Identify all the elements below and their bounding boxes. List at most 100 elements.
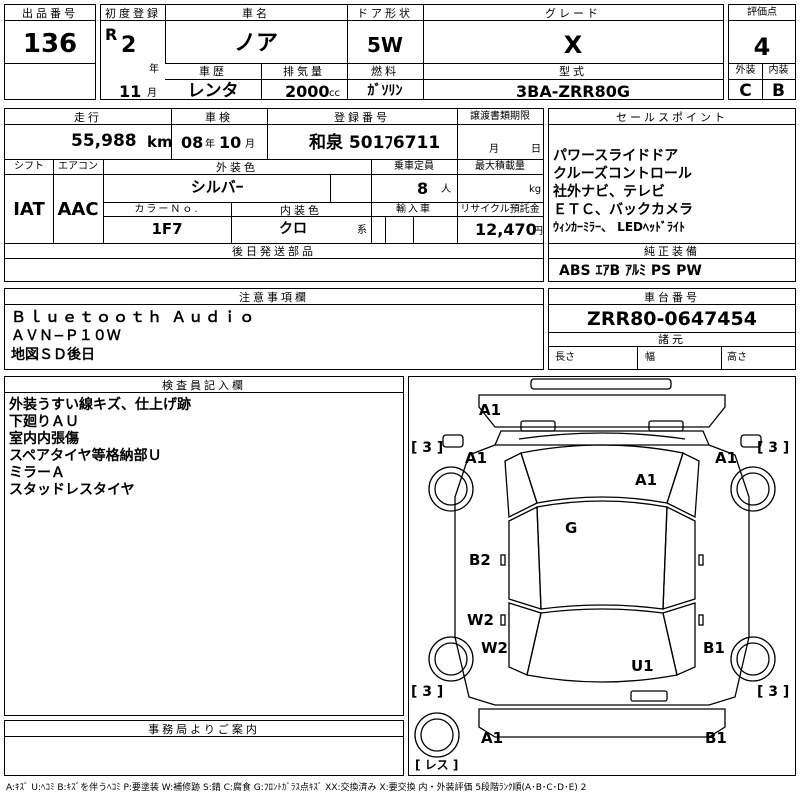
lot-box: 出品番号 136 [4, 4, 96, 100]
ext-score-value: C [739, 81, 752, 101]
first-reg-month: 11 [119, 82, 142, 101]
ext-color-label: 外装色 [216, 161, 258, 174]
first-reg-year: 2 [121, 33, 137, 58]
damage-mark: A1 [465, 449, 488, 467]
damage-mark: A1 [635, 471, 658, 489]
plate-label: 登録番号 [334, 111, 390, 124]
width-label: 幅 [645, 352, 655, 363]
tire-front-right: [ 3 ] [757, 440, 790, 456]
inspection-month: 10 [219, 133, 242, 152]
inspection-label: 車検 [205, 111, 233, 124]
details-box: 走行 車検 登録番号 譲渡書類期限 55,988 km 08 年 10 月 和泉… [4, 108, 544, 282]
sales-point-line: クルーズコントロール [553, 166, 692, 182]
spare-tire: [ レス ] [415, 758, 459, 772]
capacity-unit: 人 [441, 184, 451, 195]
inspection-year: 08 [181, 133, 204, 152]
displacement-unit: cc [329, 88, 340, 99]
lot-number: 136 [22, 29, 78, 59]
max-load-unit: kg [529, 184, 542, 195]
office-label: 事務局よりご案内 [148, 723, 260, 736]
genuine-label: 純正装備 [644, 245, 700, 258]
import-label: 輸入車 [396, 204, 432, 215]
damage-mark: B2 [469, 551, 491, 569]
model-value: 3BA-ZRR80G [516, 82, 630, 101]
shift-label: シフト [14, 161, 44, 172]
car-basics-box: 初度登録 車名 ドア形状 グレード R 2 年 ノア 5W X 車歴 排気量 燃… [100, 4, 724, 100]
transfer-label: 譲渡書類期限 [470, 111, 530, 122]
damage-mark: U1 [631, 657, 654, 675]
inspector-line: 外装うすい線キズ、仕上げ跡 [9, 397, 191, 413]
history-value: レンタ [187, 81, 239, 101]
length-label: 長さ [555, 352, 575, 363]
int-color-unit: 系 [357, 225, 367, 236]
color-no-label: カラーＮｏ. [134, 204, 200, 215]
max-load-label: 最大積載量 [475, 161, 525, 172]
chassis-label: 車台番号 [644, 291, 700, 304]
first-reg-month-unit: 月 [147, 88, 157, 99]
notes-box: 注意事項欄 Ｂｌｕｅｔｏｏｔｈ Ａｕｄｉｏ ＡＶＮ−Ｐ１０Ｗ 地図ＳＤ後日 [4, 288, 544, 370]
inspector-line: 下廻りＡＵ [9, 414, 79, 430]
notes-label: 注意事項欄 [239, 291, 309, 304]
era-letter: R [105, 25, 118, 44]
ext-score-label: 外装 [735, 65, 756, 76]
sales-point-line: ｳｨﾝｶｰﾐﾗｰ、 LEDﾍｯﾄﾞﾗｲﾄ [553, 220, 685, 234]
door-value: 5W [367, 33, 403, 57]
inspection-year-unit: 年 [205, 139, 215, 150]
inspector-line: スペアタイヤ等格納部Ｕ [9, 448, 162, 464]
inspection-month-unit: 月 [245, 139, 255, 150]
later-parts-label: 後日発送部品 [232, 245, 316, 258]
damage-mark: A1 [481, 729, 504, 747]
int-score-value: B [772, 81, 785, 101]
inspector-line: ミラーＡ [9, 465, 65, 481]
fuel-label: 燃料 [371, 65, 399, 78]
score-label: 評価点 [747, 7, 777, 18]
plate-value: 和泉 501ﾌ6711 [309, 133, 441, 153]
car-name-label: 車名 [242, 7, 270, 20]
mileage-value: 55,988 [71, 131, 137, 151]
int-score-label: 内装 [768, 65, 789, 76]
sales-points-label: セールスポイント [616, 111, 728, 124]
inspector-line: スタッドレスタイヤ [9, 482, 135, 498]
damage-mark: B1 [705, 729, 727, 747]
score-box: 評価点 4 外装 内装 C B [728, 4, 796, 100]
tire-front-left: [ 3 ] [411, 440, 444, 456]
damage-mark: B1 [703, 639, 725, 657]
damage-mark: A1 [715, 449, 738, 467]
notes-line: Ｂｌｕｅｔｏｏｔｈ Ａｕｄｉｏ [11, 308, 257, 326]
int-color-value: クロ [279, 221, 307, 237]
car-outline [414, 378, 776, 758]
inspector-line: 室内内張傷 [9, 431, 79, 447]
chassis-value: ZRR80-0647454 [587, 308, 757, 330]
damage-mark: W2 [467, 611, 494, 629]
tire-rear-left: [ 3 ] [411, 684, 444, 700]
sales-point-line: 社外ナビ、テレビ [553, 184, 665, 200]
office-box: 事務局よりご案内 [4, 720, 404, 776]
grade-value: X [563, 31, 583, 59]
model-label: 型式 [559, 65, 587, 78]
height-label: 高さ [727, 352, 747, 363]
capacity-value: 8 [417, 179, 429, 198]
recycle-unit: 円 [533, 226, 543, 237]
shift-value: IAT [13, 199, 45, 220]
mileage-label: 走行 [74, 111, 102, 124]
first-reg-label: 初度登録 [105, 7, 161, 20]
grade-label: グレード [545, 7, 601, 20]
lot-label: 出品番号 [22, 7, 78, 20]
aircon-value: AAC [57, 199, 99, 220]
damage-mark: W2 [481, 639, 508, 657]
inspector-label: 検査員記入欄 [162, 379, 246, 392]
color-no-value: 1F7 [151, 220, 183, 238]
transfer-day-unit: 日 [531, 144, 541, 155]
transfer-month-unit: 月 [489, 144, 499, 155]
first-reg-year-unit: 年 [149, 64, 159, 75]
specs-label: 諸元 [658, 333, 686, 346]
inspector-box: 検査員記入欄 外装うすい線キズ、仕上げ跡 下廻りＡＵ 室内内張傷 スペアタイヤ等… [4, 376, 404, 716]
notes-line: ＡＶＮ−Ｐ１０Ｗ [11, 328, 121, 344]
legend: A:ｷｽﾞ U:ﾍｺﾐ B:ｷｽﾞを伴うﾍｺﾐ P:要塗装 W:補修跡 S:錆 … [6, 783, 587, 793]
damage-mark: A1 [479, 401, 502, 419]
displacement-value: 2000 [285, 82, 330, 101]
aircon-label: エアコン [58, 161, 98, 172]
damage-mark: G [565, 519, 578, 537]
recycle-label: リサイクル預託金 [460, 204, 540, 215]
capacity-label: 乗車定員 [394, 161, 434, 172]
